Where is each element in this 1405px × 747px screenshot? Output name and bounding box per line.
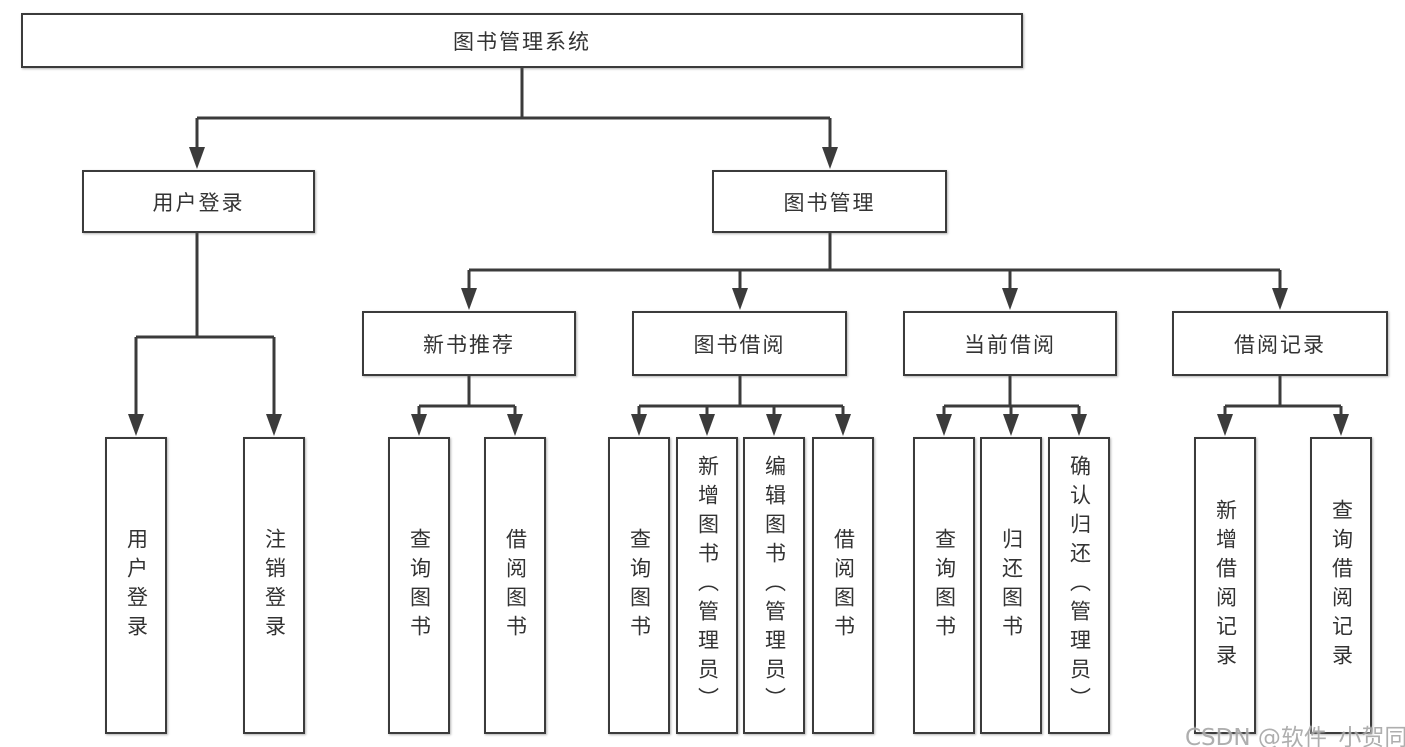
arrowhead-icon [1217,414,1233,436]
leaf-edit-books-admin: 编辑图书（管理员） [743,437,805,734]
connector-borrow-to-leaves [637,376,845,418]
leaf-label: 归还图书 [999,527,1024,644]
node-new-book-recommend: 新书推荐 [362,311,576,376]
leaf-label: 查询借阅记录 [1329,498,1354,673]
arrowhead-icon [128,414,144,436]
arrowhead-icon [732,288,748,310]
arrowhead-icon [461,288,477,310]
arrowhead-icon [266,414,282,436]
leaf-confirm-return-admin: 确认归还（管理员） [1048,437,1110,734]
csdn-watermark: CSDN @软件_小贺同学 [1185,725,1405,747]
leaf-label: 借阅图书 [503,527,528,644]
node-book-borrowing: 图书借阅 [632,311,847,376]
arrowhead-icon [631,414,647,436]
node-label: 当前借阅 [964,332,1056,357]
leaf-label: 查询图书 [627,527,652,644]
leaf-label: 查询图书 [407,527,432,644]
leaf-add-books-admin: 新增图书（管理员） [676,437,738,734]
arrowhead-icon [936,414,952,436]
connector-root-to-level2 [195,68,832,150]
node-user-login: 用户登录 [82,170,315,233]
node-label: 借阅记录 [1234,332,1326,357]
connector-mgmt-to-level3 [467,233,1282,292]
leaf-return-books: 归还图书 [980,437,1042,734]
arrowhead-icon [1071,414,1087,436]
leaf-logout-login: 注销登录 [243,437,305,734]
arrowhead-icon [1002,288,1018,310]
leaf-query-borrow-record: 查询借阅记录 [1310,437,1372,734]
node-current-borrowing: 当前借阅 [903,311,1117,376]
node-label: 新书推荐 [423,332,515,357]
node-label: 图书管理 [783,190,876,215]
node-library-system: 图书管理系统 [21,13,1023,68]
arrowhead-icon [411,414,427,436]
connector-login-to-leaves [134,233,276,418]
arrowhead-icon [189,147,205,169]
leaf-label: 查询图书 [932,527,957,644]
arrowhead-icon [1003,414,1019,436]
arrowhead-icon [766,414,782,436]
leaf-user-login: 用户登录 [105,437,167,734]
leaf-query-books-borrowing: 查询图书 [608,437,670,734]
leaf-label: 新增图书（管理员） [695,455,720,716]
leaf-label: 用户登录 [124,527,149,644]
leaf-label: 借阅图书 [831,527,856,644]
leaf-query-books-current: 查询图书 [913,437,975,734]
node-book-management: 图书管理 [712,170,947,233]
node-label: 图书借阅 [693,332,786,357]
arrowheads [128,147,1349,436]
leaf-label: 新增借阅记录 [1213,498,1238,673]
leaf-query-books-recommend: 查询图书 [388,437,450,734]
connector-current-to-leaves [942,376,1081,418]
leaf-borrow-books-recommend: 借阅图书 [484,437,546,734]
leaf-label: 确认归还（管理员） [1067,455,1092,716]
connector-newrec-to-leaves [417,376,517,418]
arrowhead-icon [1272,288,1288,310]
arrowhead-icon [1333,414,1349,436]
connector-records-to-leaves [1223,376,1343,418]
node-borrowing-records: 借阅记录 [1172,311,1388,376]
leaf-borrow-books: 借阅图书 [812,437,874,734]
node-label: 用户登录 [152,190,245,215]
leaf-add-borrow-record: 新增借阅记录 [1194,437,1256,734]
leaf-label: 编辑图书（管理员） [762,455,787,716]
arrowhead-icon [699,414,715,436]
arrowhead-icon [822,147,838,169]
node-label: 图书管理系统 [453,29,591,54]
arrowhead-icon [507,414,523,436]
arrowhead-icon [835,414,851,436]
leaf-label: 注销登录 [262,527,287,644]
